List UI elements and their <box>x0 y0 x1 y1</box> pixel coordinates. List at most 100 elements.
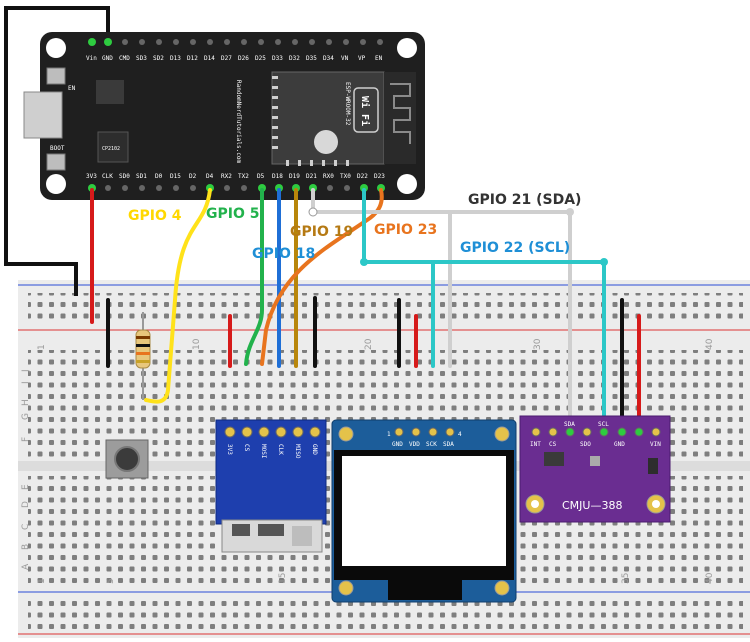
row-letter: H <box>21 399 31 406</box>
pin-label: D22 <box>357 173 368 180</box>
wire-gnd-loop <box>4 6 110 296</box>
wire-gpio4 <box>144 188 212 404</box>
oled-display: 1 4 GND VDD SCK SDA <box>331 419 517 603</box>
pin-label: 3V3 <box>226 444 233 455</box>
pin-label: D5 <box>257 173 265 180</box>
pin-label: VP <box>358 55 366 62</box>
wire-gpio5 <box>244 188 264 366</box>
pin-label: VIN <box>650 441 661 448</box>
column-numbers-bottom: 1 5 15 35 40 <box>37 572 715 584</box>
col-num: 15 <box>278 573 288 584</box>
pin-hole <box>275 39 281 45</box>
wire-gpio22 <box>362 188 606 432</box>
pin-label: SD1 <box>136 173 147 180</box>
gpio19-label: GPIO 19 <box>290 224 353 240</box>
col-num: 10 <box>192 338 202 350</box>
pin-label: GND <box>311 444 318 455</box>
row-letters: J I H G F E D C B A <box>21 369 31 570</box>
pin-hole <box>139 39 145 45</box>
pin-label: D25 <box>255 55 266 62</box>
pin-label: MOSI <box>260 444 267 459</box>
wifi-text: Wi Fi <box>359 96 371 126</box>
oled-pin-index: 4 <box>458 431 462 438</box>
usb-uart-chip <box>97 131 129 163</box>
gpio21-label: GPIO 21 (SDA) <box>468 192 581 208</box>
col-num: 1 <box>37 344 47 350</box>
pin-hole <box>139 185 145 191</box>
pin-label: D4 <box>206 173 214 180</box>
row-letter: J <box>21 369 31 373</box>
pin-label: D34 <box>323 55 334 62</box>
row-letter: E <box>21 484 31 490</box>
pin-label: CMD <box>119 55 130 62</box>
pin-label: MISO <box>294 444 301 459</box>
gpio18-label: GPIO 18 <box>252 246 315 262</box>
pin-hole <box>190 185 196 191</box>
gpio5-label: GPIO 5 <box>206 206 259 222</box>
voltage-regulator <box>96 80 124 104</box>
pin-label: D26 <box>238 55 249 62</box>
col-num: 1 <box>37 578 47 584</box>
sd-pin-labels: 3V3 CS MOSI CLK MISO GND <box>226 444 318 459</box>
pin-hole <box>309 39 315 45</box>
pin-label: SCK <box>426 441 437 448</box>
certification-logo <box>314 130 338 154</box>
pin-label: D33 <box>272 55 283 62</box>
pin-label: EN <box>375 55 383 62</box>
pin-hole <box>224 39 230 45</box>
pin-hole <box>344 185 350 191</box>
pin-label: INT <box>530 441 541 448</box>
row-letter: I <box>21 381 31 384</box>
wire-gpio21 <box>311 188 572 432</box>
mount-hole <box>397 38 417 58</box>
pin-hole <box>207 39 213 45</box>
oled-pin-holes <box>394 427 455 437</box>
push-button[interactable] <box>105 439 149 479</box>
pin-label: D14 <box>204 55 215 62</box>
pin-label: TX2 <box>238 173 249 180</box>
pin-label: D0 <box>155 173 163 180</box>
row-letter: F <box>21 437 31 442</box>
mount-hole <box>46 38 66 58</box>
oled-pin-index: 1 <box>387 431 391 438</box>
pin-hole <box>122 185 128 191</box>
pin-label: SD0 <box>119 173 130 180</box>
junction-dot <box>360 258 368 266</box>
boot-label: BOOT <box>50 145 65 152</box>
pin-label: CS <box>549 441 557 448</box>
pin-hole <box>156 185 162 191</box>
pin-label: D35 <box>306 55 317 62</box>
pin-label: 3V3 <box>86 173 97 180</box>
row-letter: G <box>21 413 31 420</box>
row-letter: D <box>21 501 31 508</box>
pin-label: CS <box>243 444 250 452</box>
resistor-body <box>135 329 151 369</box>
en-label: EN <box>68 85 76 92</box>
module-pads <box>272 76 349 166</box>
gpio22-label: GPIO 22 (SCL) <box>460 240 570 256</box>
pin-hole <box>377 39 383 45</box>
sensor-chip <box>544 452 564 466</box>
pin-hole <box>327 185 333 191</box>
wire-junctions <box>308 207 608 266</box>
gpio4-label: GPIO 4 <box>128 208 182 224</box>
pin-hole <box>360 39 366 45</box>
pin-hole <box>343 39 349 45</box>
pin-hole <box>241 39 247 45</box>
col-num: 30 <box>533 338 543 350</box>
pin-label: D19 <box>289 173 300 180</box>
pin-hole <box>224 185 230 191</box>
bottom-pin-labels: 3V3 CLK SD0 SD1 D0 D15 D2 D4 RX2 TX2 D5 … <box>86 173 385 180</box>
resistor <box>135 312 151 400</box>
top-pin-labels: Vin GND CMD SD3 SD2 D13 D12 D14 D27 D26 … <box>86 55 383 62</box>
en-button[interactable] <box>46 67 66 85</box>
boot-button[interactable] <box>46 153 66 171</box>
antenna-area <box>384 72 416 164</box>
pin-label: SD3 <box>136 55 147 62</box>
push-button-cap[interactable] <box>114 446 140 472</box>
col-num: 35 <box>621 573 631 584</box>
pin-hole <box>156 39 162 45</box>
sd-card-module: 3V3 CS MOSI CLK MISO GND <box>215 419 327 553</box>
wifi-logo <box>353 87 379 133</box>
